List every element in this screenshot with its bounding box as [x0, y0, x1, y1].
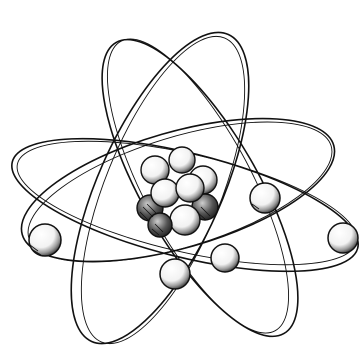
nucleus-particle — [169, 147, 195, 173]
nucleus-particle — [148, 213, 172, 237]
electron — [211, 244, 239, 272]
nucleus-particle — [170, 205, 200, 235]
electron — [250, 183, 280, 213]
nucleus-particle — [176, 174, 204, 202]
electron — [29, 224, 61, 256]
nucleus-particle — [151, 179, 179, 207]
electron — [160, 259, 190, 289]
electron — [328, 223, 358, 253]
nucleus — [137, 147, 218, 237]
